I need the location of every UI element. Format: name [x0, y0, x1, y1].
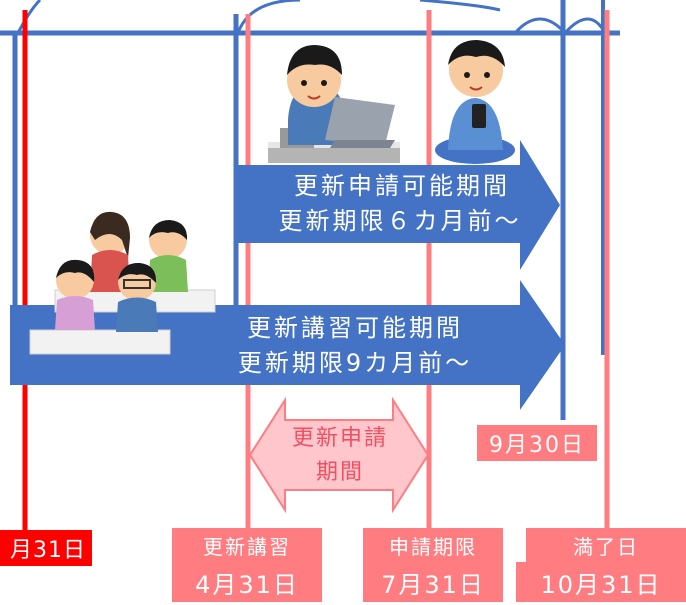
left-date-label: 月31日: [0, 530, 92, 566]
application-period-arrow: [236, 140, 560, 270]
sep30-date-text: 9月30日: [489, 433, 585, 458]
arc-middle-right: [419, 0, 501, 12]
application-window-line2: 期間: [315, 460, 364, 485]
expiry-label-text: 満了日: [573, 534, 639, 559]
application-window-line1: 更新申請: [291, 426, 388, 451]
deadline-date-text: 7月31日: [381, 570, 485, 599]
training-date-box: 4月31日: [172, 562, 322, 602]
class-of-students-illustration: [29, 211, 216, 355]
deadline-label-text: 申請期限: [389, 534, 477, 559]
training-period-line1: 更新講習可能期間: [247, 314, 463, 342]
application-period-line2: 更新期限６カ月前～: [278, 207, 522, 235]
application-period-line1: 更新申請可能期間: [294, 172, 510, 200]
sep30-date-label: 9月30日: [477, 425, 597, 461]
arc-middle: [236, 0, 301, 34]
expiry-date-box: 10月31日: [516, 562, 686, 602]
training-date-text: 4月31日: [195, 570, 299, 599]
training-label-box: 更新講習: [172, 528, 322, 562]
arc-left: [16, 0, 42, 34]
man-at-laptop-illustration: [268, 45, 400, 163]
expiry-date-text: 10月31日: [540, 570, 662, 599]
deadline-date-box: 7月31日: [363, 562, 503, 602]
deadline-label-box: 申請期限: [363, 528, 503, 562]
application-window-arrow: [248, 396, 430, 514]
boy-with-phone-illustration: [435, 40, 515, 164]
left-date-text: 月31日: [10, 538, 86, 563]
arc-right-1: [513, 17, 567, 35]
training-period-line2: 更新期限9カ月前～: [237, 349, 473, 377]
training-label-text: 更新講習: [203, 534, 291, 559]
expiry-label-box: 満了日: [526, 528, 686, 562]
